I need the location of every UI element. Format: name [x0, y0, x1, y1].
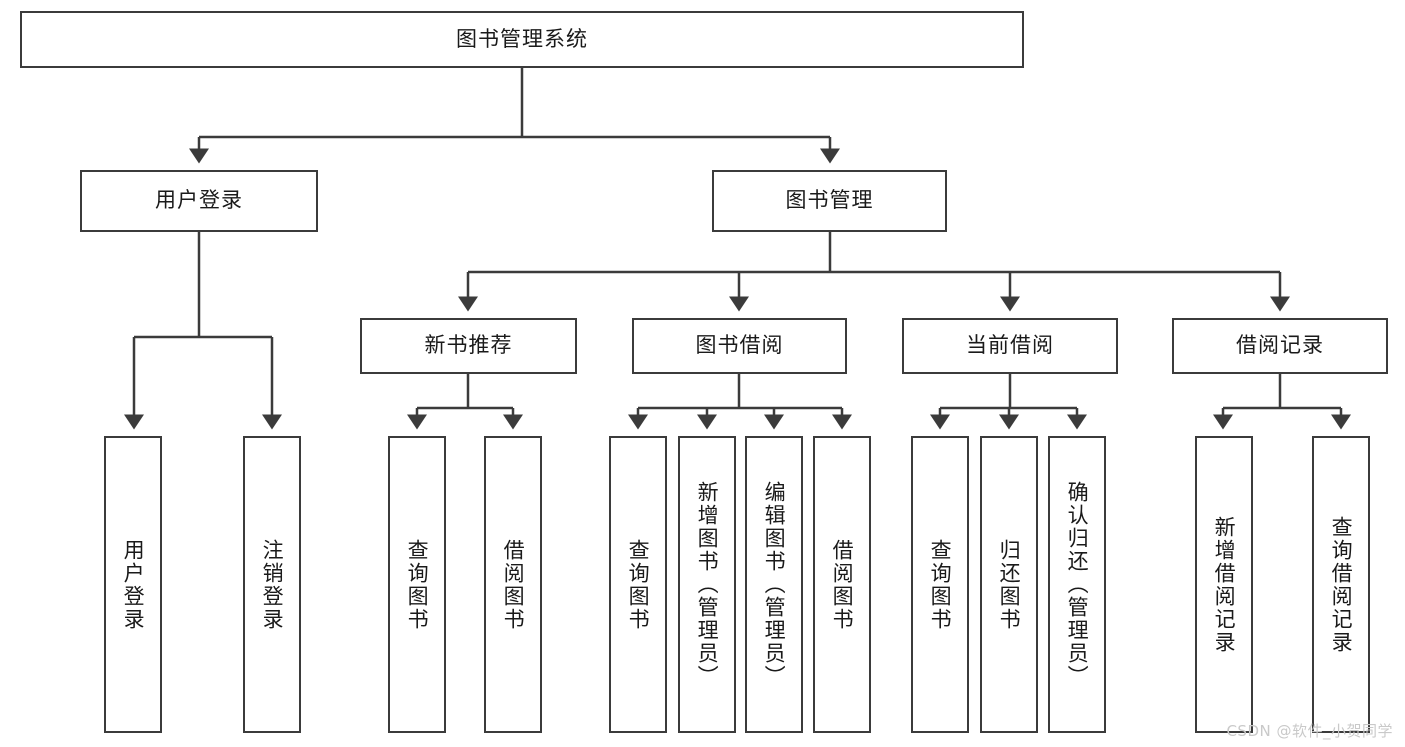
node-root-system[interactable]: 图书管理系统 — [20, 11, 1024, 68]
leaf-query-book-newbook[interactable]: 查询图书 — [388, 436, 446, 733]
node-book-management[interactable]: 图书管理 — [712, 170, 947, 232]
node-label: 新增借阅记录 — [1212, 515, 1237, 654]
node-label: 借阅图书 — [501, 538, 526, 631]
node-label: 查询图书 — [405, 538, 430, 631]
node-label: 当前借阅 — [966, 333, 1054, 358]
leaf-edit-book-admin[interactable]: 编辑图书（管理员） — [745, 436, 803, 733]
leaf-query-book-current[interactable]: 查询图书 — [911, 436, 969, 733]
node-label: 图书管理 — [785, 188, 874, 213]
leaf-add-borrow-record[interactable]: 新增借阅记录 — [1195, 436, 1253, 733]
leaf-return-book[interactable]: 归还图书 — [980, 436, 1038, 733]
node-book-borrow[interactable]: 图书借阅 — [632, 318, 847, 374]
leaf-query-book-borrow[interactable]: 查询图书 — [609, 436, 667, 733]
node-borrow-record[interactable]: 借阅记录 — [1172, 318, 1388, 374]
node-user-login[interactable]: 用户登录 — [80, 170, 318, 232]
node-label: 新增图书（管理员） — [695, 481, 720, 688]
watermark-text: CSDN @软件_小贺同学 — [1226, 722, 1393, 740]
leaf-query-borrow-record[interactable]: 查询借阅记录 — [1312, 436, 1370, 733]
leaf-user-login[interactable]: 用户登录 — [104, 436, 162, 733]
node-label: 注销登录 — [260, 538, 285, 631]
leaf-borrow-book[interactable]: 借阅图书 — [813, 436, 871, 733]
leaf-confirm-return-admin[interactable]: 确认归还（管理员） — [1048, 436, 1106, 733]
node-label: 编辑图书（管理员） — [762, 481, 787, 688]
node-label: 用户登录 — [155, 188, 243, 213]
node-label: 归还图书 — [997, 538, 1022, 631]
node-label: 借阅记录 — [1236, 333, 1324, 358]
node-new-book-recommend[interactable]: 新书推荐 — [360, 318, 577, 374]
node-label: 用户登录 — [121, 538, 146, 631]
leaf-borrow-book-newbook[interactable]: 借阅图书 — [484, 436, 542, 733]
node-label: 确认归还（管理员） — [1065, 481, 1090, 688]
node-current-borrow[interactable]: 当前借阅 — [902, 318, 1118, 374]
node-label: 图书管理系统 — [456, 26, 588, 51]
node-label: 借阅图书 — [830, 538, 855, 631]
node-label: 查询图书 — [626, 538, 651, 631]
node-label: 查询借阅记录 — [1329, 515, 1354, 654]
leaf-logout[interactable]: 注销登录 — [243, 436, 301, 733]
node-label: 图书借阅 — [695, 333, 784, 358]
leaf-add-book-admin[interactable]: 新增图书（管理员） — [678, 436, 736, 733]
node-label: 查询图书 — [928, 538, 953, 631]
node-label: 新书推荐 — [424, 333, 513, 358]
